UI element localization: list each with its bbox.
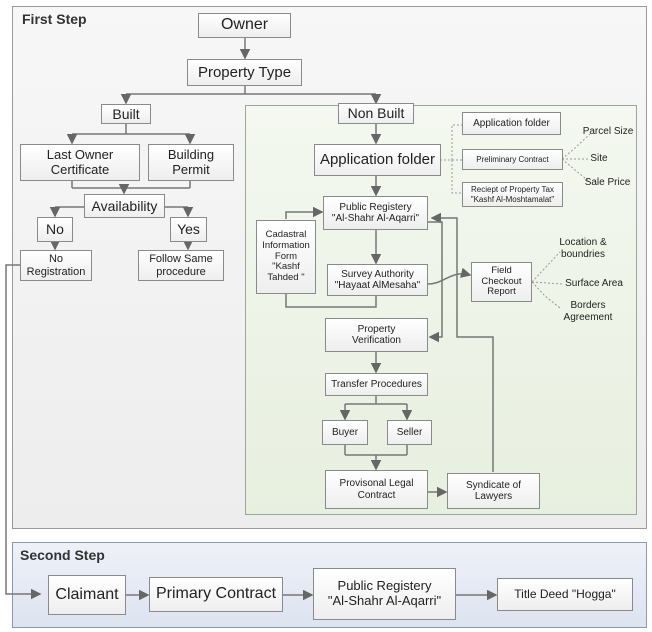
parcel-size-label: Parcel Size [582,126,634,137]
no-registration-box: No Registration [20,250,92,281]
no-box: No [37,217,73,242]
property-verification-box: Property Verification [325,318,428,352]
non-built-box: Non Built [338,103,414,124]
public-registry-step2-box: Public Registery "Al-Shahr Al-Aqarri" [313,568,456,620]
preliminary-contract-box: Preliminary Contract [462,149,563,170]
second-step-title: Second Step [20,547,105,563]
first-step-title: First Step [22,11,87,27]
follow-same-procedure-box: Follow Same procedure [138,250,224,281]
built-box: Built [101,104,151,124]
primary-contract-box: Primary Contract [149,577,283,612]
property-type-box: Property Type [187,59,302,86]
building-permit-box: Building Permit [148,144,234,181]
application-folder-small-box: Application folder [462,112,561,135]
transfer-procedures-box: Transfer Procedures [325,373,428,396]
location-boundries-label: Location & boundries [559,237,607,260]
provisional-legal-contract-box: Provisonal Legal Contract [325,470,428,509]
syndicate-of-lawyers-box: Syndicate of Lawyers [447,473,540,509]
surface-area-label: Surface Area [565,278,623,289]
yes-box: Yes [170,217,207,242]
seller-box: Seller [387,420,432,445]
borders-agreement-label: Borders Agreement [563,300,613,323]
field-checkout-report-box: Field Checkout Report [471,262,532,302]
cadastral-information-form-box: Cadastral Information Form "Kashf Tahded… [256,220,316,294]
owner-box: Owner [198,13,291,38]
public-registry-box: Public Registery "Al-Shahr Al-Aqarri" [323,196,428,230]
buyer-box: Buyer [322,420,368,445]
non-built-panel [245,105,637,515]
survey-authority-box: Survey Authority "Hayaat AlMesaha" [327,264,428,296]
availability-box: Availability [84,194,165,218]
application-folder-main-box: Application folder [314,144,441,176]
site-label: Site [590,153,608,164]
last-owner-certificate-box: Last Owner Certificate [20,144,140,181]
title-deed-box: Title Deed "Hogga" [497,578,633,611]
sale-price-label: Sale Price [584,177,631,188]
property-tax-receipt-box: Reciept of Property Tax "Kashf Al-Moshta… [462,182,563,207]
claimant-box: Claimant [48,575,126,615]
